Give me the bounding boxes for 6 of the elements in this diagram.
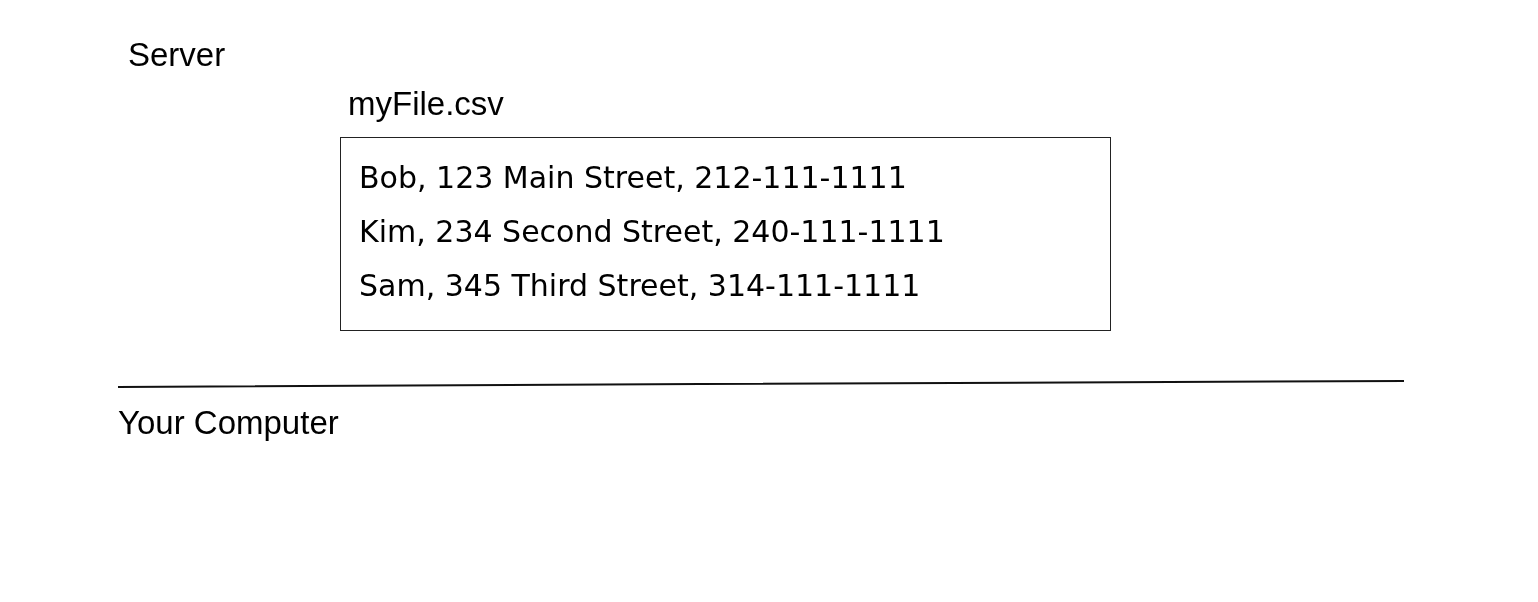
section-label: Your Computer — [118, 404, 339, 442]
data-row: Bob, 123 Main Street, 212-111-1111 — [359, 160, 907, 195]
data-row: Sam, 345 Third Street, 314-111-1111 — [359, 268, 921, 303]
file-name: myFile.csv — [348, 85, 504, 123]
section-label: Server — [128, 36, 226, 74]
data-row: Kim, 234 Second Street, 240-111-1111 — [359, 214, 945, 249]
